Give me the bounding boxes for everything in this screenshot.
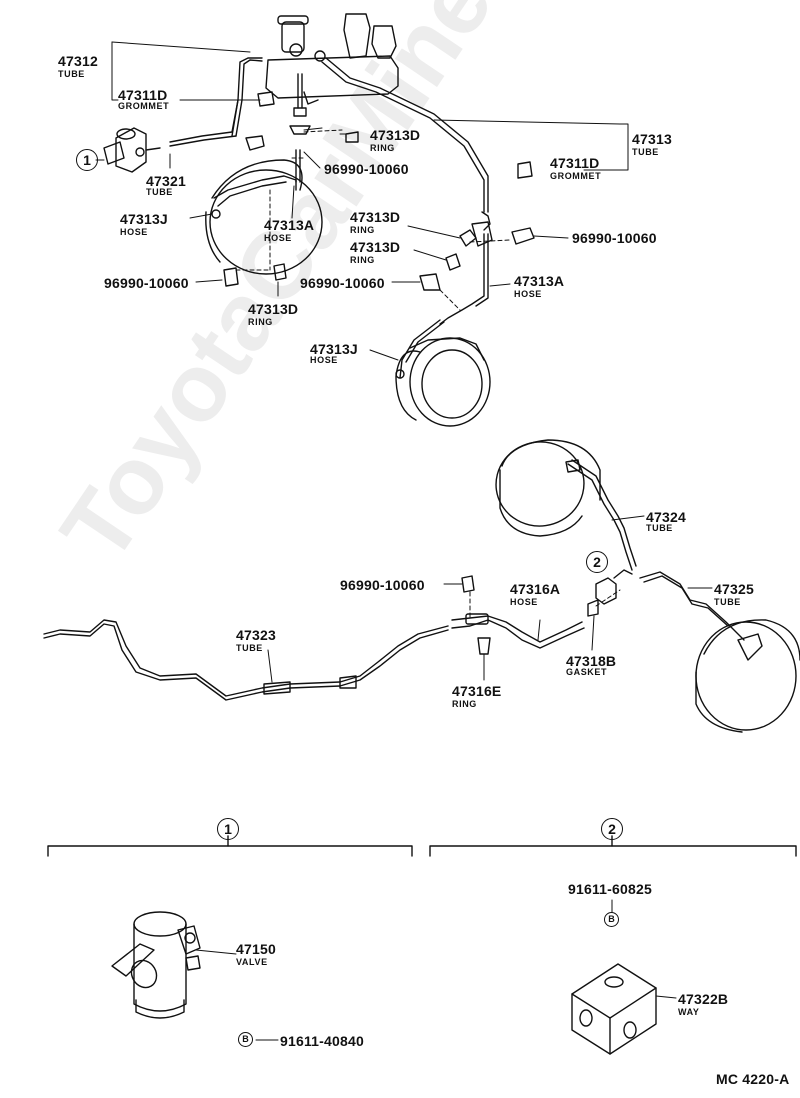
label-47150: 47150 bbox=[236, 941, 276, 957]
label-47311d-a: 47311D bbox=[118, 87, 168, 103]
label-47324-desc: TUBE bbox=[646, 523, 673, 533]
master-cylinder bbox=[265, 13, 399, 105]
label-47322b-desc: WAY bbox=[678, 1007, 700, 1017]
section-marker-2: 2 bbox=[601, 818, 623, 840]
label-47322b: 47322B bbox=[678, 991, 729, 1007]
proportioning-valve-small bbox=[103, 127, 161, 173]
drawing-code: MC 4220-A bbox=[716, 1071, 790, 1087]
label-91611-40840: 91611-40840 bbox=[280, 1033, 364, 1049]
label-47316e-desc: RING bbox=[452, 699, 477, 709]
proportioning-valve-large bbox=[111, 911, 201, 1019]
label-47313d-d-desc: RING bbox=[248, 317, 273, 327]
label-47313j-b-desc: HOSE bbox=[310, 355, 338, 365]
label-47313a-a-desc: HOSE bbox=[264, 233, 292, 243]
label-47313d-a-desc: RING bbox=[370, 143, 395, 153]
rear-drum-upper bbox=[495, 439, 637, 571]
label-47313j-a: 47313J bbox=[120, 211, 168, 227]
label-47316e: 47316E bbox=[452, 683, 502, 699]
label-47324: 47324 bbox=[646, 509, 686, 525]
label-47325: 47325 bbox=[714, 581, 754, 597]
label-47313a-b: 47313A bbox=[514, 273, 565, 289]
label-96990-d: 96990-10060 bbox=[300, 275, 385, 291]
label-47323-desc: TUBE bbox=[236, 643, 263, 653]
circle-marker-1: 1 bbox=[76, 149, 98, 171]
label-47313a-b-desc: HOSE bbox=[514, 289, 542, 299]
tube-47312 bbox=[169, 57, 263, 147]
label-47325-desc: TUBE bbox=[714, 597, 741, 607]
b-marker-upper: B bbox=[604, 912, 619, 927]
label-47313a-a: 47313A bbox=[264, 217, 315, 233]
label-47313j-a-desc: HOSE bbox=[120, 227, 148, 237]
label-47313d-c: 47313D bbox=[350, 239, 401, 255]
label-47311d-b-desc: GROMMET bbox=[550, 171, 602, 181]
section-marker-1: 1 bbox=[217, 818, 239, 840]
label-47318b: 47318B bbox=[566, 653, 617, 669]
rear-drum-lower bbox=[639, 571, 800, 733]
label-47313d-b: 47313D bbox=[350, 209, 401, 225]
label-47312-desc: TUBE bbox=[58, 69, 85, 79]
label-96990-c: 96990-10060 bbox=[104, 275, 189, 291]
label-47311d-b: 47311D bbox=[550, 155, 600, 171]
label-47316a-desc: HOSE bbox=[510, 597, 538, 607]
label-47323: 47323 bbox=[236, 627, 276, 643]
label-47313d-d: 47313D bbox=[248, 301, 299, 317]
label-47313d-a: 47313D bbox=[370, 127, 421, 143]
right-front-drum bbox=[395, 319, 491, 427]
label-96990-b: 96990-10060 bbox=[572, 230, 657, 246]
label-91611-60825: 91611-60825 bbox=[568, 881, 652, 897]
label-96990-a: 96990-10060 bbox=[324, 161, 409, 177]
label-47318b-desc: GASKET bbox=[566, 667, 608, 677]
label-47316a: 47316A bbox=[510, 581, 561, 597]
label-47313j-b: 47313J bbox=[310, 341, 358, 357]
label-47313: 47313 bbox=[632, 131, 672, 147]
label-47313-desc: TUBE bbox=[632, 147, 659, 157]
way-junction-large bbox=[571, 963, 657, 1055]
tube-47313 bbox=[321, 57, 491, 231]
label-47312: 47312 bbox=[58, 53, 98, 69]
tube-47323 bbox=[43, 619, 449, 701]
label-47150-desc: VALVE bbox=[236, 957, 268, 967]
circle-marker-2: 2 bbox=[586, 551, 608, 573]
label-47313d-c-desc: RING bbox=[350, 255, 375, 265]
b-marker-lower: B bbox=[238, 1032, 253, 1047]
label-47311d-a-desc: GROMMET bbox=[118, 101, 170, 111]
label-96990-e: 96990-10060 bbox=[340, 577, 425, 593]
label-47321-desc: TUBE bbox=[146, 187, 173, 197]
leader-lines bbox=[95, 41, 713, 1041]
label-47321: 47321 bbox=[146, 173, 186, 189]
left-front-drum bbox=[205, 149, 323, 275]
label-47313d-b-desc: RING bbox=[350, 225, 375, 235]
